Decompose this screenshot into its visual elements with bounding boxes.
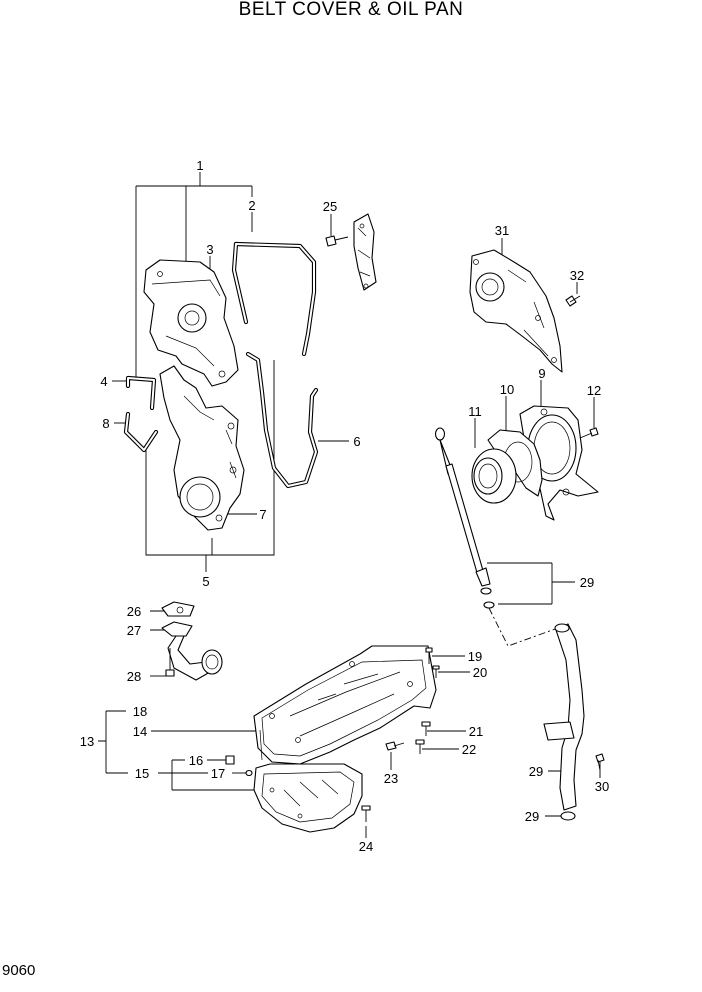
leader-lines — [98, 172, 601, 838]
rear-plate-31 — [469, 249, 563, 373]
washer-17 — [245, 769, 253, 777]
callout-25: 25 — [323, 199, 337, 214]
callout-23: 23 — [384, 771, 398, 786]
callout-30: 30 — [595, 779, 609, 794]
bolt-25 — [325, 235, 349, 247]
callout-18: 18 — [133, 704, 147, 719]
bolt-23 — [385, 741, 405, 751]
callout-14: 14 — [133, 724, 147, 739]
oil-pan-lower-15 — [253, 763, 363, 833]
oil-pan-upper-14 — [253, 645, 437, 765]
callout-6: 6 — [353, 434, 360, 449]
callout-24: 24 — [359, 839, 373, 854]
dipstick-axis-line — [488, 607, 559, 647]
strainer-gasket-26 — [161, 601, 195, 617]
lower-timing-cover — [159, 365, 245, 531]
callout-7: 7 — [259, 507, 266, 522]
callout-22: 22 — [462, 742, 476, 757]
callout-3: 3 — [206, 242, 213, 257]
callout-4: 4 — [100, 374, 107, 389]
bracket-25 — [353, 213, 377, 291]
bolt-22 — [415, 739, 425, 754]
callout-20: 20 — [473, 665, 487, 680]
bolt-20 — [432, 665, 440, 678]
callout-29-middle: 29 — [529, 764, 543, 779]
callout-28: 28 — [127, 669, 141, 684]
callout-8: 8 — [102, 416, 109, 431]
callout-2: 2 — [248, 198, 255, 213]
seal-8 — [123, 411, 159, 453]
callout-5: 5 — [202, 574, 209, 589]
callout-16: 16 — [189, 753, 203, 768]
bolt-21 — [421, 721, 431, 736]
callout-15: 15 — [135, 766, 149, 781]
oil-strainer-27 — [161, 621, 223, 681]
lower-belt-gasket — [245, 351, 319, 489]
drain-plug-16 — [225, 755, 235, 765]
callout-11: 11 — [468, 404, 482, 419]
callout-17: 17 — [211, 766, 225, 781]
oil-seal-11 — [471, 448, 517, 504]
bolt-24 — [361, 805, 371, 822]
callout-31: 31 — [495, 223, 509, 238]
upper-belt-gasket — [231, 241, 317, 357]
callout-1: 1 — [196, 158, 203, 173]
seal-4 — [125, 375, 157, 411]
bolt-19 — [425, 647, 433, 664]
callout-27: 27 — [127, 623, 141, 638]
page-code: 9060 — [2, 962, 36, 979]
page-title: BELT COVER & OIL PAN — [238, 0, 464, 20]
callout-21: 21 — [469, 724, 483, 739]
callout-labels: 1 2 3 4 5 6 7 8 9 10 11 12 13 14 15 16 1… — [80, 158, 609, 854]
callout-10: 10 — [500, 382, 514, 397]
bolt-28 — [165, 648, 175, 677]
callout-26: 26 — [127, 604, 141, 619]
dipstick-29 — [434, 427, 495, 609]
upper-timing-cover — [143, 259, 239, 387]
bolt-32 — [565, 295, 581, 307]
callout-9: 9 — [538, 366, 545, 381]
callout-19: 19 — [468, 649, 482, 664]
callout-29-lower: 29 — [525, 809, 539, 824]
dipstick-tube — [543, 623, 605, 821]
bolt-12 — [579, 427, 599, 439]
callout-13: 13 — [80, 734, 94, 749]
callout-29-upper: 29 — [580, 575, 594, 590]
callout-12: 12 — [587, 383, 601, 398]
callout-32: 32 — [570, 268, 584, 283]
